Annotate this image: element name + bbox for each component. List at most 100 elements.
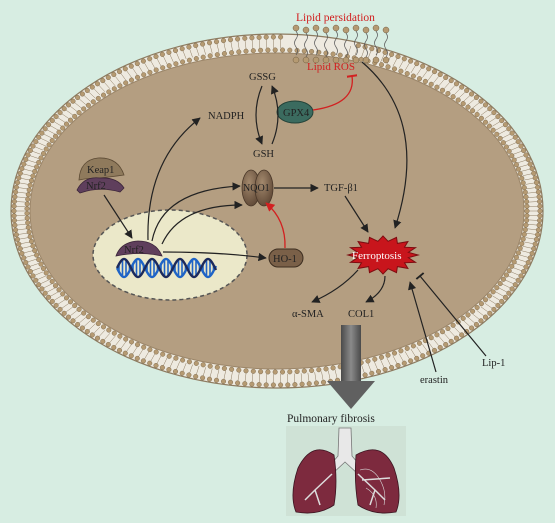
lipid-head (25, 196, 31, 202)
lipid-head (372, 356, 378, 362)
lipid-tail (114, 75, 121, 84)
lipid-head (432, 347, 438, 353)
lipid-head (13, 189, 19, 195)
lipid-tail (163, 56, 168, 65)
lipid-tail (300, 373, 303, 383)
lipid-tail (416, 346, 422, 355)
lipid-tail (109, 335, 116, 344)
lipid-head (89, 84, 95, 90)
lipid-head (105, 342, 111, 348)
lipid-head (517, 245, 523, 251)
lipid-head (76, 110, 82, 116)
lipid-tail (410, 65, 416, 74)
lipid-tail (484, 302, 493, 309)
lipid-head (250, 48, 256, 54)
lipid-head (537, 208, 543, 214)
lipid-tail (16, 201, 26, 203)
lipid-head (42, 126, 48, 132)
lipid-head (207, 363, 213, 369)
lipid-head (337, 52, 343, 58)
lipid-head (417, 340, 423, 346)
lipid-head (509, 286, 515, 292)
lipid-tail (46, 287, 56, 293)
dna-strand (115, 257, 218, 279)
lipid-head (523, 264, 529, 270)
arrows (103, 61, 487, 373)
keap1-label: Keap1 (87, 165, 114, 176)
lipid-tail (463, 320, 471, 327)
red-arrows (265, 74, 358, 249)
lipid-head (513, 254, 519, 260)
lipid-tail (74, 102, 82, 109)
lipid-head (494, 131, 500, 137)
lipid-head (166, 353, 172, 359)
fibrosis-texture (359, 468, 386, 509)
peroxidized-lipid-head (292, 24, 300, 32)
lipid-tail (156, 355, 162, 364)
lipid-head (123, 80, 129, 86)
lipid-tail (18, 187, 28, 190)
lipid-head (16, 241, 22, 247)
lipid-head (502, 122, 508, 128)
lipid-head (285, 382, 291, 388)
ferroptosis-node: Ferroptosis (346, 235, 420, 275)
lipid-head (81, 106, 87, 112)
lipid-tail (527, 228, 537, 231)
lipid-tail (29, 263, 39, 267)
lipid-head (531, 170, 537, 176)
lipid-tail (361, 48, 365, 58)
nrf2-cyto-label: Nrf2 (86, 181, 106, 192)
lipid-tail (138, 65, 144, 74)
lipid-tail (522, 173, 532, 176)
lipid-tail (34, 146, 44, 151)
lipid-tail (32, 150, 41, 155)
lipid-head (242, 381, 248, 387)
lipid-head (469, 91, 475, 97)
lipid-head (454, 81, 460, 87)
lipid-head (474, 111, 480, 117)
lipid-head (465, 104, 471, 110)
lipid-head (46, 142, 52, 148)
lipid-head (522, 189, 528, 195)
lipid-head (63, 295, 69, 301)
lipid-head (535, 227, 541, 233)
lipid-head (46, 294, 52, 300)
lipid-head (72, 303, 78, 309)
lipid-head (206, 40, 212, 46)
lipid-head (506, 290, 512, 296)
lipid-head (186, 44, 192, 50)
lipid-head (280, 369, 286, 375)
inhibit-gpx4-lipidros (312, 74, 358, 111)
lipid-tail (182, 50, 187, 60)
arrow-nrf2-to-ho1 (162, 251, 267, 262)
lipid-head (256, 382, 262, 388)
lipid-head (235, 36, 241, 42)
lipid-head (495, 302, 501, 308)
peroxidized-lipid-tail (354, 30, 358, 56)
lipid-head (417, 76, 423, 82)
lipid-tail (293, 373, 296, 383)
lipid-head (147, 347, 153, 353)
lipid-head (166, 367, 172, 373)
lipid-head (309, 49, 315, 55)
lipid-head (122, 66, 128, 72)
lipid-tail (508, 275, 517, 280)
lipid-head (428, 81, 434, 87)
lipid-head (134, 342, 140, 348)
lipid-head (527, 255, 533, 261)
lipid-head (26, 229, 32, 235)
lipid-head (128, 77, 134, 83)
lipid-head (140, 58, 146, 64)
lipid-head (24, 210, 30, 216)
lipid-head (270, 382, 276, 388)
lipid-head (426, 66, 432, 72)
lipid-head (200, 362, 206, 368)
lipid-head (30, 273, 36, 279)
lipid-head (490, 127, 496, 133)
lipid-tail (443, 332, 451, 341)
lipid-tail (526, 187, 536, 190)
lipid-tail (230, 41, 233, 51)
lipid-tail (480, 109, 489, 116)
lipid-head (111, 86, 117, 92)
lipid-tail (223, 42, 226, 52)
